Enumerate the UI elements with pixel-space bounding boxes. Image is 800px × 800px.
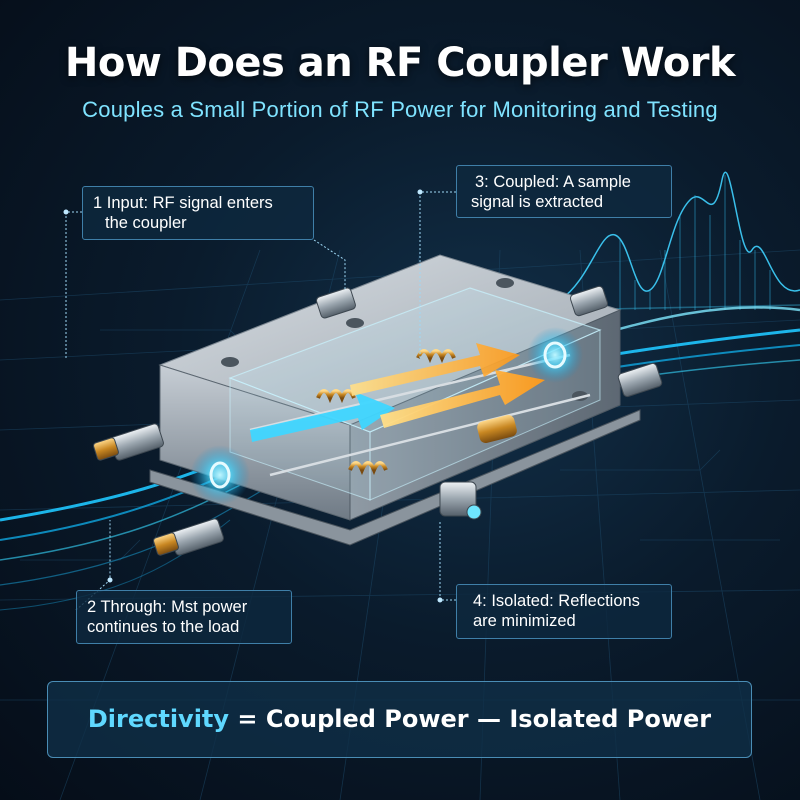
callout-input: 1 Input: RF signal enters the coupler (82, 186, 314, 240)
callout-input-line1: 1 Input: RF signal enters (93, 194, 273, 212)
callout-coupled: 3: Coupled: A sample signal is extracted (456, 165, 672, 218)
through-arrow (380, 370, 545, 428)
callout-isolated-line1: 4: Isolated: Reflections (473, 592, 640, 610)
formula-equals: = (229, 705, 266, 733)
coupled-port-glow (527, 327, 583, 383)
coupled-arrow (350, 343, 520, 396)
callout-through-line2: continues to the load (87, 618, 240, 636)
callout-through-line1: 2 Through: Mst power (87, 598, 248, 616)
callout-isolated-line2: are minimized (473, 612, 576, 630)
formula-expression: Coupled Power — Isolated Power (265, 705, 712, 733)
formula-term: Directivity (87, 705, 230, 733)
sma-connectors (93, 285, 663, 556)
internal-lines (249, 353, 591, 477)
directivity-formula: Directivity = Coupled Power — Isolated P… (47, 681, 752, 758)
coil-components (316, 349, 456, 476)
callout-input-line2: the coupler (105, 214, 187, 232)
resistor-component (477, 415, 517, 443)
callout-coupled-line2: signal is extracted (471, 193, 604, 211)
signal-arrows (250, 343, 545, 442)
page-title: How Does an RF Coupler Work (64, 40, 736, 86)
callout-isolated: 4: Isolated: Reflections are minimized (456, 584, 672, 639)
input-port-glow (190, 445, 250, 505)
callout-coupled-line1: 3: Coupled: A sample (475, 173, 631, 191)
page-subtitle: Couples a Small Portion of RF Power for … (82, 97, 718, 122)
waveform-bars (619, 175, 771, 310)
callout-through: 2 Through: Mst power continues to the lo… (76, 590, 292, 644)
input-arrow (250, 392, 395, 442)
